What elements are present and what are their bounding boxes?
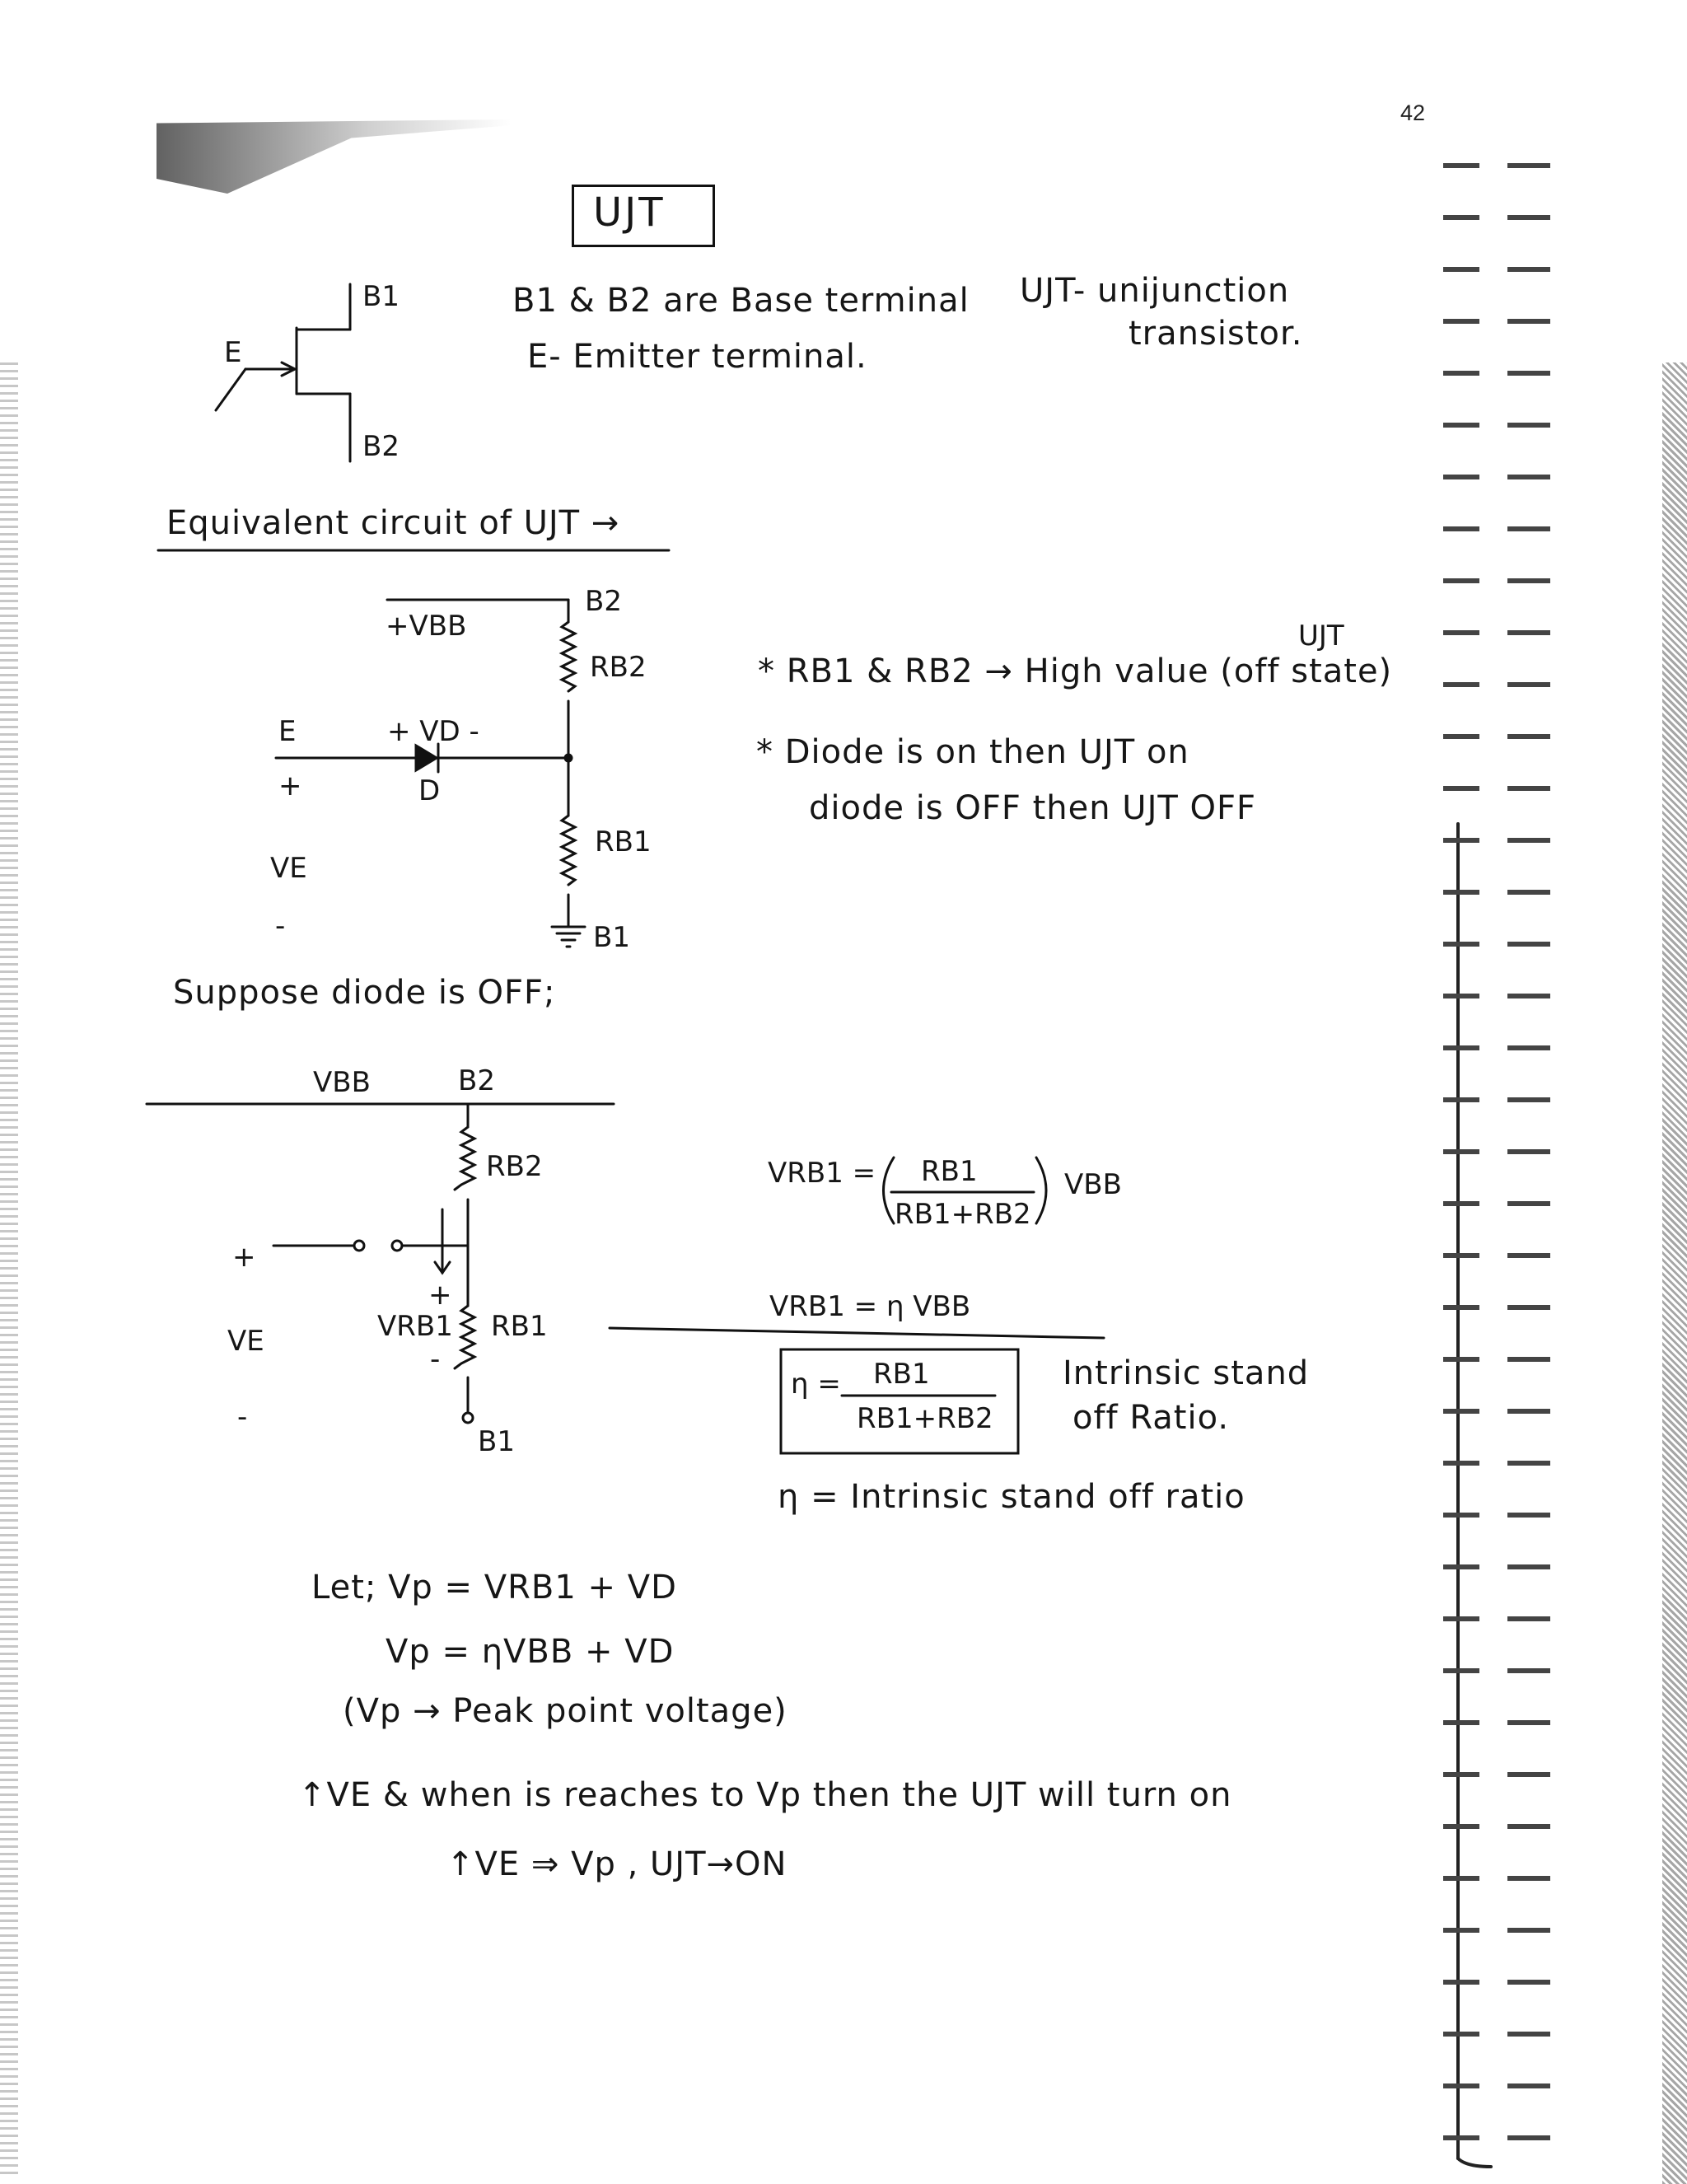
scan-left-edge [0, 362, 18, 2175]
off-heading: Suppose diode is OFF; [173, 974, 556, 1012]
title-box [572, 185, 715, 247]
c1-rb1-label: RB1 [595, 825, 652, 858]
isr-line-2: off Ratio. [1072, 1399, 1230, 1437]
scan-right-edge [1662, 362, 1687, 2184]
c2-rb2-label: RB2 [486, 1150, 543, 1183]
c2-b2-label: B2 [458, 1064, 495, 1097]
ujt-on-result: ↑VE ⇒ Vp , UJT→ON [446, 1845, 787, 1883]
note-2: * Diode is on then UJT on [756, 733, 1189, 771]
c1-rb2-label: RB2 [590, 651, 647, 684]
c1-ve-label: VE [270, 852, 307, 885]
equivalent-heading: Equivalent circuit of UJT → [166, 504, 620, 542]
let-vp: Let; Vp = VRB1 + VD [311, 1569, 677, 1606]
off-circuit-icon [145, 1102, 615, 1424]
symbol-b1-label: B1 [362, 280, 400, 313]
intro-line-2: E- Emitter terminal. [527, 338, 867, 376]
ujt-symbol-icon [214, 283, 352, 463]
symbol-b2-label: B2 [362, 430, 400, 463]
eta-symbol: η = [791, 1368, 841, 1401]
c1-e-label: E [278, 715, 297, 748]
page-title: UJT [593, 189, 666, 236]
c2-b1-label: B1 [478, 1425, 515, 1458]
intro-line-1: B1 & B2 are Base terminal [512, 282, 970, 320]
equivalent-circuit-icon [274, 598, 586, 948]
frac-numerator: RB1 [921, 1155, 978, 1188]
c1-b1-label: B1 [593, 921, 630, 954]
c2-plus-left: + [232, 1241, 256, 1274]
c2-plus-mid: + [428, 1279, 452, 1312]
note-1: * RB1 & RB2 → High value (off state) [758, 652, 1393, 690]
frac-denominator: RB1+RB2 [895, 1198, 1031, 1231]
c2-vbb-label: VBB [313, 1066, 371, 1099]
c2-vrb1-label: VRB1 [377, 1310, 453, 1343]
definition-line-2: transistor. [1129, 315, 1303, 353]
box-denominator: RB1+RB2 [857, 1402, 993, 1435]
c2-minus-left: - [237, 1401, 248, 1433]
c1-minus-label: - [275, 910, 286, 942]
vrb1-eta-eq: VRB1 = η VBB [769, 1290, 971, 1323]
eta-definition: η = Intrinsic stand off ratio [778, 1478, 1245, 1516]
c2-ve-label: VE [227, 1325, 264, 1358]
ve-increase-line: ↑VE & when is reaches to Vp then the UJT… [298, 1776, 1232, 1814]
c1-plus-label: + [278, 769, 302, 802]
c1-b2-label: B2 [585, 585, 622, 618]
isr-line-1: Intrinsic stand [1063, 1354, 1310, 1392]
box-numerator: RB1 [873, 1358, 930, 1391]
c1-vbb-label: +VBB [386, 610, 467, 643]
vp-eta: Vp = ηVBB + VD [386, 1633, 675, 1671]
c1-d-label: D [418, 774, 441, 807]
spiral-rings [1443, 148, 1550, 2150]
vrb1-lhs: VRB1 = [768, 1157, 876, 1190]
note-3: diode is OFF then UJT OFF [809, 789, 1257, 827]
peak-point-note: (Vp → Peak point voltage) [343, 1692, 787, 1730]
page-number: 42 [1400, 101, 1426, 125]
c2-rb1-label: RB1 [491, 1310, 548, 1343]
definition-line-1: UJT- unijunction [1020, 272, 1290, 310]
frac-vbb: VBB [1064, 1168, 1122, 1201]
symbol-e-label: E [224, 336, 242, 369]
note-ujt: UJT [1298, 620, 1344, 652]
c1-vd-label: + VD - [387, 715, 479, 748]
c2-minus-mid: - [430, 1343, 441, 1376]
formula-lines [608, 1156, 1105, 1455]
